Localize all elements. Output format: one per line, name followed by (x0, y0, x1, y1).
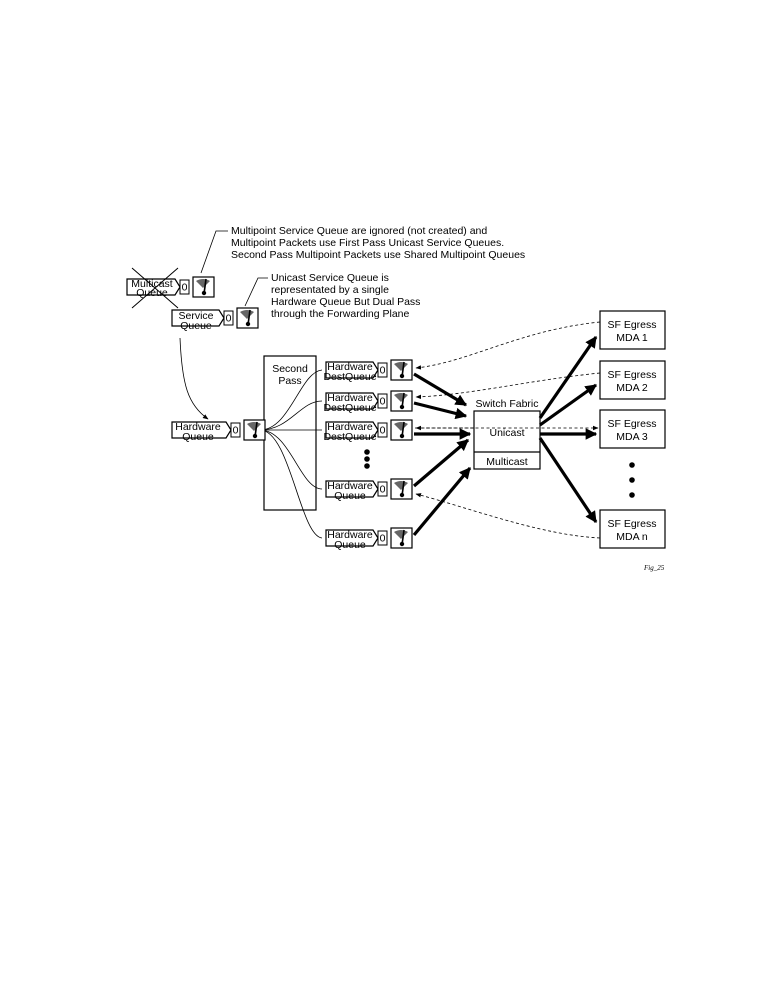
egress-mda-n: SF Egress MDA n (599, 509, 666, 549)
dest-queue-5-label-1: Hardware (327, 529, 373, 541)
multicast-counter-digit: 0 (182, 282, 188, 294)
second-pass-label-2: Pass (278, 375, 301, 387)
multipoint-note-leader (200, 230, 228, 274)
egress-mda-1-label-1: SF Egress (607, 319, 656, 331)
hardware-queue-label-1: Hardware (175, 421, 221, 433)
dest-queue-3-label-1: Hardware (327, 421, 373, 433)
multicast-queue-label-2: Queue (136, 287, 168, 299)
egress-mda-n-label-2: MDA n (616, 531, 648, 543)
backpressure-arrows (415, 321, 601, 539)
dest-queue-ellipsis (364, 449, 370, 469)
dest-queue-4-label-1: Hardware (327, 480, 373, 492)
unicast-note-line-4: through the Forwarding Plane (271, 308, 409, 320)
figure-id: Fig_25 (643, 564, 665, 572)
dest-4-scheduler: 0 (377, 478, 413, 500)
dest-queue-4-label-2: Queue (334, 490, 366, 502)
dest-queue-5-label-2: Queue (334, 539, 366, 551)
switch-fabric-title: Switch Fabric (475, 398, 538, 410)
egress-mda-2-label-2: MDA 2 (616, 382, 648, 394)
dest-queue-3: Hardware DestQueue (323, 421, 379, 443)
dest-4-counter-digit: 0 (380, 484, 386, 496)
fabric-egress-arrows (538, 336, 598, 523)
fan-out-lines (259, 369, 323, 539)
egress-mda-3-label-2: MDA 3 (616, 431, 648, 443)
dest-1-scheduler: 0 (377, 359, 413, 381)
dest-5-scheduler: 0 (377, 527, 413, 549)
dest-2-counter-digit: 0 (380, 396, 386, 408)
egress-mda-3: SF Egress MDA 3 (599, 409, 666, 449)
dest-5-counter-digit: 0 (380, 533, 386, 545)
egress-mda-2-label-1: SF Egress (607, 369, 656, 381)
switch-fabric-multicast: Multicast (486, 456, 528, 468)
switch-fabric-unicast: Unicast (489, 427, 524, 439)
egress-mda-n-label-1: SF Egress (607, 518, 656, 530)
service-queue-label-1: Service (178, 310, 213, 322)
dest-queue-2-label-2: DestQueue (323, 402, 376, 414)
dest-queue-2: Hardware DestQueue (323, 392, 379, 414)
multicast-scheduler: 0 (179, 276, 215, 298)
service-to-hardware-arrow (179, 337, 209, 420)
egress-mda-2: SF Egress MDA 2 (599, 360, 666, 400)
multipoint-note: Multipoint Service Queue are ignored (no… (200, 225, 525, 274)
multicast-queue-cross (131, 267, 179, 309)
dest-queue-4: Hardware Queue (325, 480, 379, 502)
dest-queue-1-label-1: Hardware (327, 361, 373, 373)
hardware-scheduler: 0 (230, 419, 266, 441)
second-pass-label-1: Second (272, 363, 308, 375)
scheduler-meters: 0 0 0 0 0 0 0 0 (179, 276, 413, 549)
unicast-note: Unicast Service Queue is representated b… (244, 272, 420, 320)
multicast-queue: Multicast Queue (126, 267, 181, 309)
service-counter-digit: 0 (226, 313, 232, 325)
egress-mda-1-label-2: MDA 1 (616, 332, 648, 344)
switch-fabric: Switch Fabric Unicast Multicast (473, 398, 541, 470)
hardware-queue: Hardware Queue (171, 421, 232, 443)
dest-queue-1: Hardware DestQueue (323, 361, 379, 383)
multipoint-note-line-2: Multipoint Packets use First Pass Unicas… (231, 237, 504, 249)
fabric-ingress-arrows (412, 372, 472, 537)
unicast-note-line-3: Hardware Queue But Dual Pass (271, 296, 420, 308)
unicast-note-line-2: representated by a single (271, 284, 389, 296)
service-queue-label-2: Queue (180, 320, 212, 332)
multipoint-note-line-1: Multipoint Service Queue are ignored (no… (231, 225, 487, 237)
unicast-note-line-1: Unicast Service Queue is (271, 272, 389, 284)
dest-queue-5: Hardware Queue (325, 529, 379, 551)
service-queue: Service Queue (171, 309, 225, 332)
dest-queue-1-label-2: DestQueue (323, 371, 376, 383)
egress-mda-1: SF Egress MDA 1 (599, 310, 666, 350)
multipoint-note-line-3: Second Pass Multipoint Packets use Share… (231, 249, 525, 261)
hardware-queue-label-2: Queue (182, 431, 214, 443)
dest-3-scheduler: 0 (377, 419, 413, 441)
hardware-counter-digit: 0 (233, 425, 239, 437)
egress-mda-3-label-1: SF Egress (607, 418, 656, 430)
dest-3-counter-digit: 0 (380, 425, 386, 437)
dest-1-counter-digit: 0 (380, 365, 386, 377)
service-scheduler: 0 (223, 307, 259, 329)
dest-2-scheduler: 0 (377, 390, 413, 412)
dest-queue-3-label-2: DestQueue (323, 431, 376, 443)
unicast-note-leader (244, 277, 268, 307)
egress-mda-ellipsis (629, 462, 635, 498)
dest-queue-2-label-1: Hardware (327, 392, 373, 404)
